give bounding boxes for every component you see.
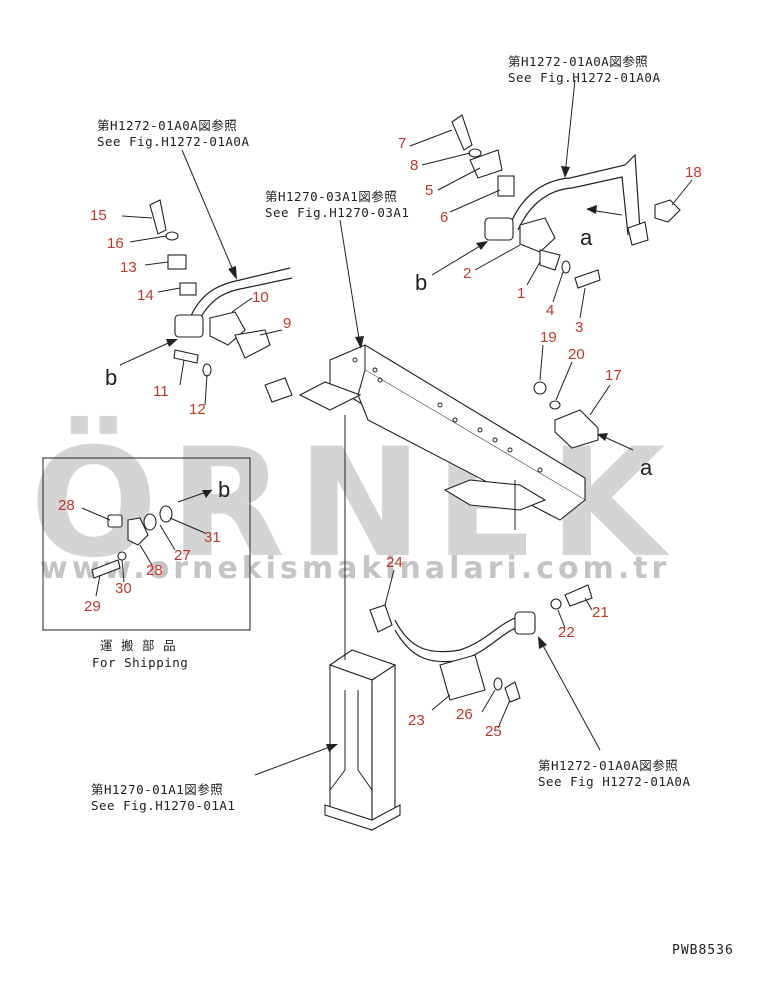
part-number: 7 <box>398 135 406 152</box>
reference-callouts: 第H1272-01A0A図参照 See Fig.H1272-01A0A 第H12… <box>91 54 691 813</box>
view-letters: a a b b <box>105 225 653 480</box>
part-number: 19 <box>540 329 557 346</box>
ref-center-en: See Fig.H1270-03A1 <box>265 205 409 220</box>
ref-center-jp: 第H1270-03A1図参照 <box>265 189 397 204</box>
view-letter-b-top: b <box>415 270 427 295</box>
part-number: 23 <box>408 712 425 729</box>
part-number: 20 <box>568 346 585 363</box>
part-number: 1 <box>517 285 525 302</box>
watermark-url: www.ornekismakinalari.com.tr <box>40 551 670 586</box>
part-number: 6 <box>440 209 448 226</box>
ref-bottom-left-jp: 第H1270-01A1図参照 <box>91 782 223 797</box>
left-bracket-assembly <box>149 199 293 403</box>
part-number: 31 <box>204 529 221 546</box>
part-number: 24 <box>386 554 403 571</box>
view-letter-a-top: a <box>580 225 593 250</box>
leader-lines <box>81 79 693 776</box>
part-number: 4 <box>546 302 554 319</box>
part-number: 17 <box>605 367 622 384</box>
right-top-bracket-assembly <box>451 114 681 289</box>
ref-top-left-jp: 第H1272-01A0A図参照 <box>97 118 237 133</box>
view-letter-b-left: b <box>105 365 117 390</box>
shipping-box: b 運 搬 部 品 For Shipping <box>42 457 251 670</box>
part-numbers: 1 2 3 4 5 6 7 8 9 10 11 12 13 14 15 16 1… <box>58 135 702 740</box>
part-number: 28 <box>146 562 163 579</box>
view-letter-b-box: b <box>218 477 230 502</box>
part-number: 3 <box>575 319 583 336</box>
part-number: 5 <box>425 182 433 199</box>
lower-pipe-assembly <box>369 584 593 703</box>
part-number: 13 <box>120 259 137 276</box>
part-number: 27 <box>174 547 191 564</box>
part-number: 9 <box>283 315 291 332</box>
part-number: 8 <box>410 157 418 174</box>
ref-top-right-en: See Fig.H1272-01A0A <box>508 70 661 85</box>
part-number: 12 <box>189 401 206 418</box>
support-column <box>324 415 516 832</box>
part-number: 29 <box>84 598 101 615</box>
part-number: 18 <box>685 164 702 181</box>
part-number: 22 <box>558 624 575 641</box>
part-number: 11 <box>153 383 169 400</box>
part-number: 2 <box>463 265 471 282</box>
ref-bottom-left-en: See Fig.H1270-01A1 <box>91 798 235 813</box>
shipping-label-en: For Shipping <box>92 655 188 670</box>
part-number: 21 <box>592 604 609 621</box>
ref-top-left-en: See Fig.H1272-01A0A <box>97 134 250 149</box>
part-number: 25 <box>485 723 502 740</box>
part-number: 30 <box>115 580 132 597</box>
part-number: 14 <box>137 287 154 304</box>
frame-beam <box>298 344 586 521</box>
shipping-label-jp: 運 搬 部 品 <box>100 638 176 653</box>
part-number: 28 <box>58 497 75 514</box>
ref-top-right-jp: 第H1272-01A0A図参照 <box>508 54 648 69</box>
part-number: 26 <box>456 706 473 723</box>
part-number: 15 <box>90 207 107 224</box>
ref-bottom-right-jp: 第H1272-01A0A図参照 <box>538 758 678 773</box>
right-mid-bracket <box>533 381 599 449</box>
part-number: 10 <box>252 289 269 306</box>
ref-bottom-right-en: See Fig H1272-01A0A <box>538 774 691 789</box>
view-letter-a-mid: a <box>640 455 653 480</box>
part-number: 16 <box>107 235 124 252</box>
drawing-code: PWB8536 <box>672 943 734 958</box>
